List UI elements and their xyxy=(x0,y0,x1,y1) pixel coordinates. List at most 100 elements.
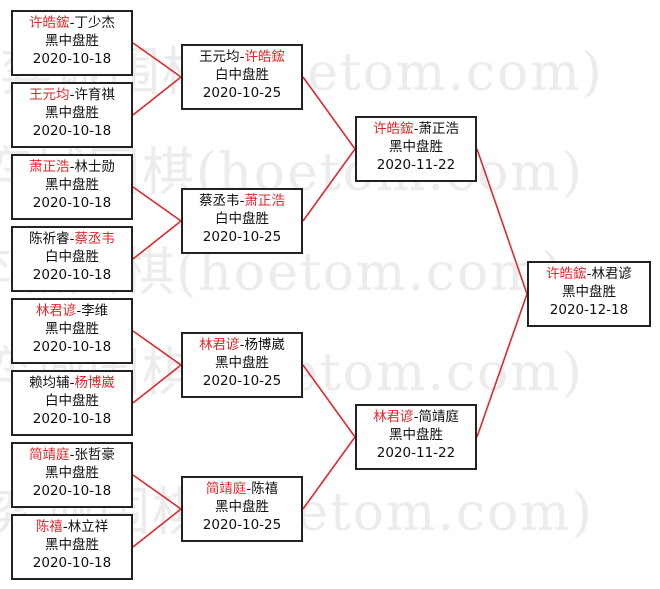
player-black: 林君谚 xyxy=(35,303,77,319)
match-date: 2020-10-25 xyxy=(202,373,282,389)
match-result: 白中盘胜 xyxy=(215,211,269,227)
player-separator: - xyxy=(69,231,75,247)
match-result: 黑中盘胜 xyxy=(45,33,99,49)
match-result: 黑中盘胜 xyxy=(562,284,616,300)
bracket-connector xyxy=(132,220,182,260)
match-date: 2020-12-18 xyxy=(549,302,629,318)
player-white: 简靖庭 xyxy=(418,409,459,425)
match-result: 白中盘胜 xyxy=(45,249,99,265)
match-players: 蔡丞韦-萧正浩 xyxy=(183,192,301,210)
match-date: 2020-10-18 xyxy=(32,51,112,67)
match-box-round2-3: 林君谚-杨博崴黑中盘胜 2020-10-25 xyxy=(181,332,303,398)
bracket-connector xyxy=(476,148,528,295)
player-white: 李维 xyxy=(81,303,109,319)
match-result: 黑中盘胜 xyxy=(389,139,443,155)
bracket-connector xyxy=(302,76,356,150)
match-date: 2020-11-22 xyxy=(376,445,456,461)
player-separator: - xyxy=(413,409,419,425)
match-result: 白中盘胜 xyxy=(215,67,269,83)
match-date: 2020-10-18 xyxy=(32,267,112,283)
player-white: 林立祥 xyxy=(67,519,109,535)
player-black: 简靖庭 xyxy=(205,481,247,497)
match-box-round3-1: 许皓鋐-萧正浩黑中盘胜 2020-11-22 xyxy=(355,116,477,182)
player-black: 王元均 xyxy=(199,49,240,65)
bracket-connector xyxy=(302,148,356,222)
player-white: 陈禧 xyxy=(251,481,279,497)
match-box-round2-4: 简靖庭-陈禧黑中盘胜 2020-10-25 xyxy=(181,476,303,542)
bracket-connector xyxy=(132,76,182,116)
player-black: 林君谚 xyxy=(199,337,240,353)
bracket-connector xyxy=(132,474,182,510)
match-date: 2020-10-25 xyxy=(202,517,282,533)
player-black: 蔡丞韦 xyxy=(199,193,240,209)
player-separator: - xyxy=(69,15,75,31)
match-box-round1-6: 赖均辅-杨博崴白中盘胜 2020-10-18 xyxy=(11,370,133,436)
match-date: 2020-10-18 xyxy=(32,483,112,499)
bracket-connector xyxy=(132,364,182,404)
match-result: 黑中盘胜 xyxy=(215,499,269,515)
match-result: 黑中盘胜 xyxy=(45,537,99,553)
player-black: 王元均 xyxy=(29,87,70,103)
match-players: 许皓鋐-林君谚 xyxy=(529,265,649,283)
match-box-final-1: 许皓鋐-林君谚黑中盘胜 2020-12-18 xyxy=(527,261,651,327)
player-white: 萧正浩 xyxy=(418,121,459,137)
bracket-connector xyxy=(132,186,182,222)
match-box-round1-2: 王元均-许育祺黑中盘胜 2020-10-18 xyxy=(11,82,133,148)
match-date: 2020-10-18 xyxy=(32,123,112,139)
match-date: 2020-10-18 xyxy=(32,195,112,211)
player-white: 萧正浩 xyxy=(244,193,285,209)
match-players: 林君谚-李维 xyxy=(13,302,131,320)
player-white: 许育祺 xyxy=(74,87,115,103)
match-result: 白中盘胜 xyxy=(45,393,99,409)
player-black: 许皓鋐 xyxy=(29,15,70,31)
player-separator: - xyxy=(69,87,75,103)
player-separator: - xyxy=(69,447,75,463)
player-white: 林君谚 xyxy=(591,266,632,282)
match-date: 2020-10-18 xyxy=(32,555,112,571)
bracket-connector xyxy=(132,508,182,548)
match-date: 2020-10-25 xyxy=(202,229,282,245)
match-players: 许皓鋐-萧正浩 xyxy=(357,120,475,138)
match-date: 2020-11-22 xyxy=(376,157,456,173)
player-separator: - xyxy=(239,337,245,353)
match-players: 许皓鋐-丁少杰 xyxy=(13,14,131,32)
match-result: 黑中盘胜 xyxy=(45,177,99,193)
player-white: 许皓鋐 xyxy=(244,49,285,65)
match-players: 陈祈睿-蔡丞韦 xyxy=(13,230,131,248)
player-separator: - xyxy=(239,49,245,65)
player-white: 蔡丞韦 xyxy=(74,231,115,247)
match-box-round1-3: 萧正浩-林士勋黑中盘胜 2020-10-18 xyxy=(11,154,133,220)
player-black: 陈禧 xyxy=(35,519,63,535)
player-white: 杨博崴 xyxy=(244,337,285,353)
player-black: 陈祈睿 xyxy=(29,231,70,247)
player-separator: - xyxy=(413,121,419,137)
match-box-round2-2: 蔡丞韦-萧正浩白中盘胜 2020-10-25 xyxy=(181,188,303,254)
bracket-connector xyxy=(476,293,528,438)
match-date: 2020-10-18 xyxy=(32,411,112,427)
match-result: 黑中盘胜 xyxy=(45,105,99,121)
match-result: 黑中盘胜 xyxy=(45,465,99,481)
player-white: 林士勋 xyxy=(74,159,115,175)
player-white: 杨博崴 xyxy=(74,375,115,391)
player-black: 赖均辅 xyxy=(29,375,70,391)
match-date: 2020-10-25 xyxy=(202,85,282,101)
player-white: 丁少杰 xyxy=(74,15,115,31)
bracket-connector xyxy=(302,364,356,438)
bracket-connector xyxy=(132,330,182,366)
match-players: 赖均辅-杨博崴 xyxy=(13,374,131,392)
match-players: 萧正浩-林士勋 xyxy=(13,158,131,176)
player-black: 简靖庭 xyxy=(29,447,70,463)
match-date: 2020-10-18 xyxy=(32,339,112,355)
match-result: 黑中盘胜 xyxy=(389,427,443,443)
player-black: 萧正浩 xyxy=(29,159,70,175)
match-result: 黑中盘胜 xyxy=(215,355,269,371)
match-box-round2-1: 王元均-许皓鋐白中盘胜 2020-10-25 xyxy=(181,44,303,110)
player-separator: - xyxy=(246,481,252,497)
player-separator: - xyxy=(76,303,82,319)
player-separator: - xyxy=(586,266,592,282)
